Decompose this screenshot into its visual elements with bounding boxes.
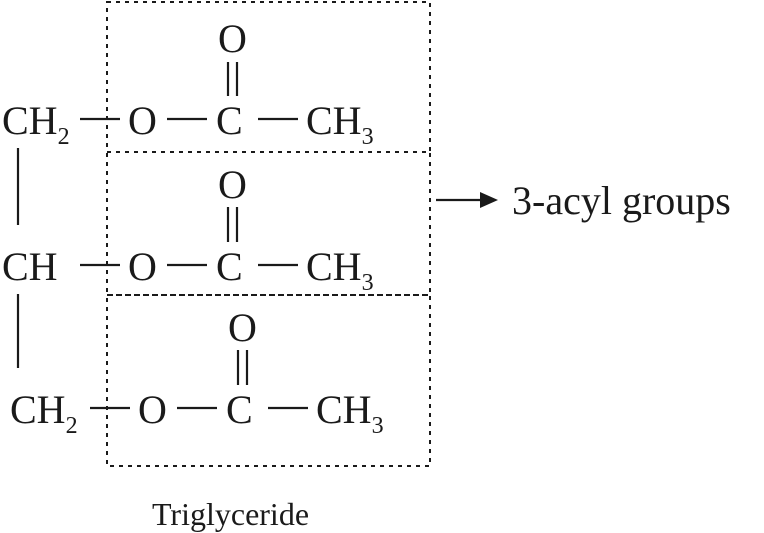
ester-oxygen-2: O: [128, 244, 157, 289]
methyl-2: CH3: [306, 244, 374, 296]
glycerol-backbone: CH2 CH CH2: [2, 98, 78, 439]
acyl-annotation: 3-acyl groups: [436, 178, 731, 223]
ester-oxygen-3: O: [138, 387, 167, 432]
ester-oxygen-1: O: [128, 98, 157, 143]
carbonyl-carbon-1: C: [216, 98, 243, 143]
diagram-caption: Triglyceride: [152, 496, 309, 532]
acyl-group-boxes: [106, 1, 431, 467]
acyl-group-3: O C O CH3: [90, 305, 384, 439]
annotation-label: 3-acyl groups: [512, 178, 731, 223]
acyl-box-3: [106, 294, 431, 467]
acyl-group-2: O C O CH3: [80, 162, 374, 296]
carbonyl-carbon-2: C: [216, 244, 243, 289]
methyl-1: CH3: [306, 98, 374, 150]
backbone-ch2-top: CH2: [2, 98, 70, 150]
carbonyl-carbon-3: C: [226, 387, 253, 432]
carbonyl-oxygen-1: O: [218, 16, 247, 61]
acyl-group-1: O C O CH3: [80, 16, 374, 150]
backbone-ch-middle: CH: [2, 244, 58, 289]
annotation-arrow-head: [480, 192, 498, 208]
acyl-box-1: [106, 1, 431, 153]
methyl-3: CH3: [316, 387, 384, 439]
carbonyl-oxygen-3: O: [228, 305, 257, 350]
carbonyl-oxygen-2: O: [218, 162, 247, 207]
backbone-ch2-bottom: CH2: [10, 387, 78, 439]
